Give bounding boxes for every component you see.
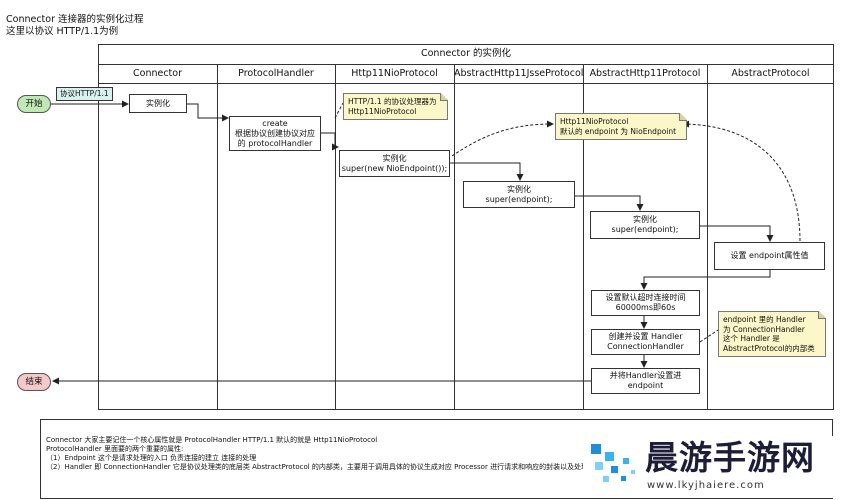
- protocol-tag: 协议HTTP/1.1: [56, 87, 113, 101]
- lane-header-abstracthttp11protocol: AbstractHttp11Protocol: [583, 65, 707, 84]
- lane-header-connector: Connector: [98, 65, 217, 84]
- note-link-setendpoint: [682, 120, 801, 242]
- lane-header-abstracthttp11jsseprotocol: AbstractHttp11JsseProtocol: [454, 65, 583, 84]
- flow-http11-to-setendpoint: [700, 225, 774, 242]
- frame-title: Connector 的实例化: [98, 44, 834, 65]
- start-node: 开始: [17, 95, 51, 113]
- end-node: 结束: [17, 373, 51, 391]
- flow-jsse-to-http11: [575, 195, 644, 211]
- sequence-frame: [98, 44, 834, 410]
- note-link-handler: [699, 329, 719, 343]
- diagram-subtitle: 这里以协议 HTTP/1.1为例: [6, 26, 119, 37]
- lane-divider: [707, 65, 708, 410]
- flow-nio-to-jsse: [450, 162, 524, 181]
- step-set-endpoint: 设置 endpoint属性值: [714, 242, 825, 270]
- flow-instantiate-to-create: [187, 103, 229, 122]
- note-link-endpoint: [451, 120, 554, 157]
- lane-divider: [335, 65, 336, 410]
- description-line: Connector 大家主要记住一个核心属性就是 ProtocolHandler…: [46, 436, 378, 444]
- description-line: （2）Handler 即 ConnectionHandler 它是协议处理类的底…: [46, 463, 612, 471]
- lane-header-abstractprotocol: AbstractProtocol: [707, 65, 834, 84]
- watermark-url: www.lkyjhaiere.com: [647, 480, 765, 491]
- lane-divider: [454, 65, 455, 410]
- lane-header-http11nioprotocol: Http11NioProtocol: [335, 65, 454, 84]
- description-line: ProtocolHandler 里面要的两个重要的属性:: [46, 445, 184, 453]
- note-link-http11: [334, 102, 344, 119]
- watermark-text: 晨游手游网: [645, 438, 815, 477]
- step-instantiate: 实例化: [129, 94, 187, 113]
- flow-create-to-nio: [321, 132, 339, 151]
- watermark-pixel-icon: [591, 444, 635, 482]
- lane-divider: [583, 65, 584, 410]
- flow-setendpoint-to-timeout: [640, 270, 771, 290]
- lane-header-protocolhandler: ProtocolHandler: [217, 65, 335, 84]
- watermark-logo: 晨游手游网 www.lkyjhaiere.com: [583, 436, 855, 498]
- description-line: （1）Endpoint 这个是请求处理的入口 负责连接的建立 连接的处理: [46, 454, 257, 462]
- lane-divider: [217, 65, 218, 410]
- diagram-title: Connector 连接器的实例化过程: [6, 14, 144, 25]
